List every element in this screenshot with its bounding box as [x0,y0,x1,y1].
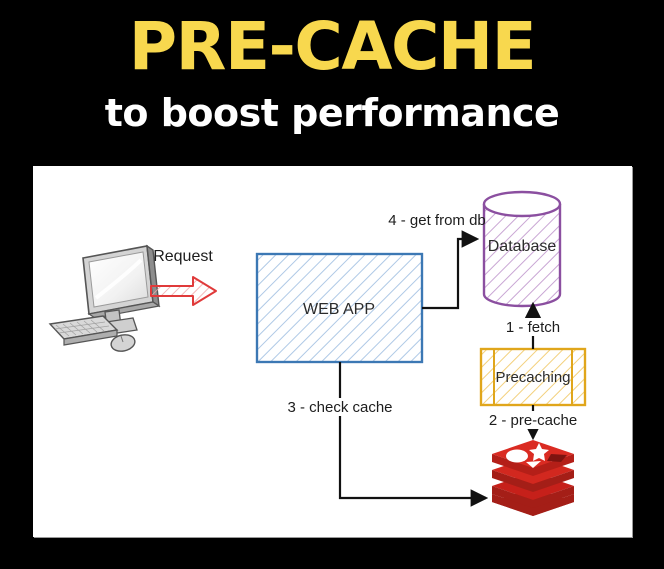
edge-label-pre-cache-bg [489,411,577,429]
page-subtitle: to boost performance [104,91,560,135]
title-block: PRE-CACHE to boost performance [0,0,664,160]
edge-label-pre-cache: 2 - pre-cache [489,412,577,429]
edge-label-request: Request [153,248,213,265]
edge-label-fetch-bg [501,318,567,336]
redis-logo-icon[interactable] [492,440,574,516]
diagram-panel: Request WEB APP Database [33,166,632,537]
node-precaching[interactable] [479,347,587,407]
node-label-precaching: Precaching [495,369,570,386]
desktop-computer-icon [48,244,161,352]
edge-label-check-cache: 3 - check cache [287,399,392,416]
edge-label-fetch: 1 - fetch [506,319,560,336]
page-title: PRE-CACHE [128,8,537,85]
architecture-diagram: Request WEB APP Database [48,190,587,516]
node-database[interactable] [482,190,562,308]
node-label-web-app: WEB APP [303,301,375,318]
edge-label-get-from-db: 4 - get from db [388,212,486,229]
request-arrow [150,276,217,306]
edge-check-cache [338,362,489,507]
node-label-database: Database [488,238,557,255]
edge-label-check-cache-bg [280,398,400,416]
edge-get-from-db [422,230,480,310]
